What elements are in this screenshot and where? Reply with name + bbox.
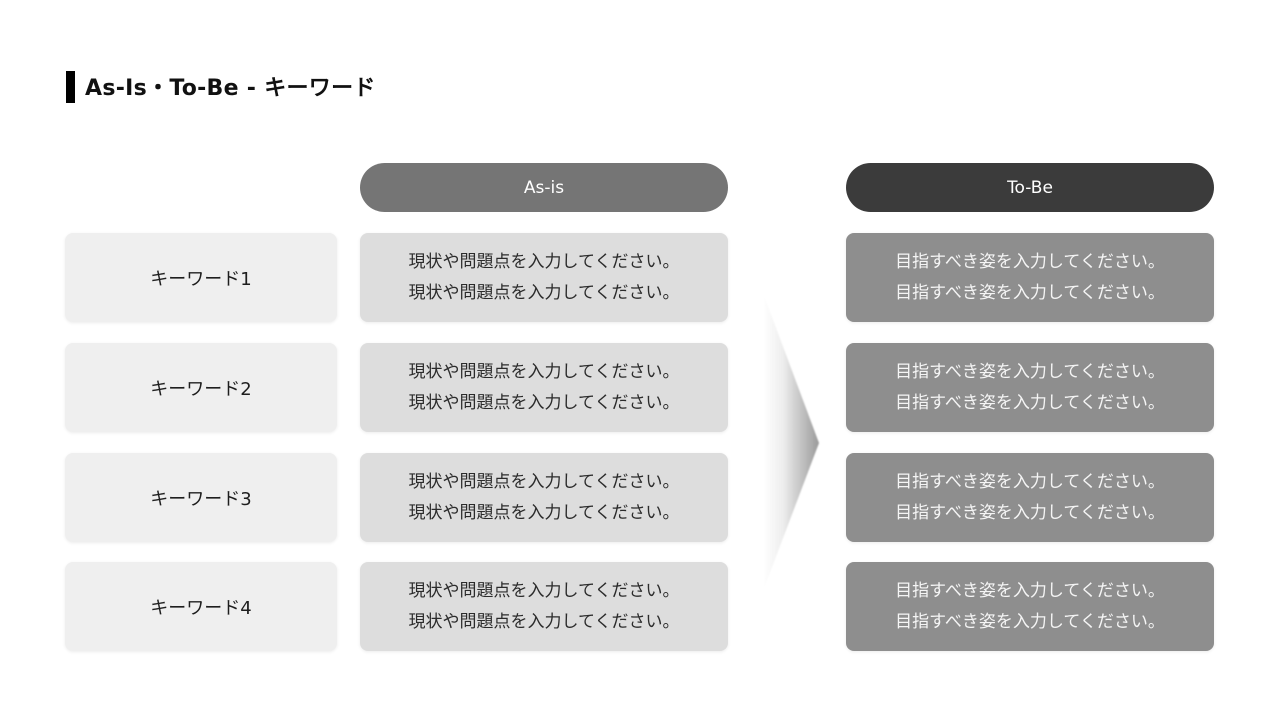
tobe-text-line: 目指すべき姿を入力してください。 [895,580,1165,601]
keyword-label: キーワード2 [150,378,252,400]
asis-header-label: As-is [523,177,565,198]
tobe-text-line: 目指すべき姿を入力してください。 [895,251,1165,272]
page-title: As-Is・To-Be - キーワード [85,76,376,101]
asis-text-line: 現状や問題点を入力してください。 [408,611,680,632]
tobe-text-line: 目指すべき姿を入力してください。 [895,471,1165,492]
asis-header-pill: As-is [360,163,728,212]
keyword-label: キーワード3 [150,488,252,510]
tobe-header-label: To-Be [1007,177,1053,198]
tobe-box: 目指すべき姿を入力してください。 目指すべき姿を入力してください。 [846,343,1214,432]
tobe-text-line: 目指すべき姿を入力してください。 [895,361,1165,382]
keyword-label: キーワード4 [150,597,252,619]
asis-text-line: 現状や問題点を入力してください。 [408,502,680,523]
tobe-text-line: 目指すべき姿を入力してください。 [895,502,1165,523]
asis-box: 現状や問題点を入力してください。 現状や問題点を入力してください。 [360,343,728,432]
asis-text-line: 現状や問題点を入力してください。 [408,251,680,272]
tobe-box: 目指すべき姿を入力してください。 目指すべき姿を入力してください。 [846,453,1214,542]
tobe-header-pill: To-Be [846,163,1214,212]
keyword-box: キーワード3 [65,453,337,542]
asis-box: 現状や問題点を入力してください。 現状や問題点を入力してください。 [360,562,728,651]
keyword-box: キーワード2 [65,343,337,432]
asis-text-line: 現状や問題点を入力してください。 [408,282,680,303]
asis-text-line: 現状や問題点を入力してください。 [408,471,680,492]
keyword-box: キーワード1 [65,233,337,322]
keyword-box: キーワード4 [65,562,337,651]
tobe-text-line: 目指すべき姿を入力してください。 [895,611,1165,632]
asis-text-line: 現状や問題点を入力してください。 [408,361,680,382]
right-arrow-icon [763,293,819,591]
asis-box: 現状や問題点を入力してください。 現状や問題点を入力してください。 [360,453,728,542]
asis-text-line: 現状や問題点を入力してください。 [408,580,680,601]
tobe-box: 目指すべき姿を入力してください。 目指すべき姿を入力してください。 [846,233,1214,322]
asis-box: 現状や問題点を入力してください。 現状や問題点を入力してください。 [360,233,728,322]
tobe-text-line: 目指すべき姿を入力してください。 [895,282,1165,303]
tobe-text-line: 目指すべき姿を入力してください。 [895,392,1165,413]
keyword-label: キーワード1 [150,268,252,290]
asis-text-line: 現状や問題点を入力してください。 [408,392,680,413]
title-accent-bar [66,71,75,103]
tobe-box: 目指すべき姿を入力してください。 目指すべき姿を入力してください。 [846,562,1214,651]
